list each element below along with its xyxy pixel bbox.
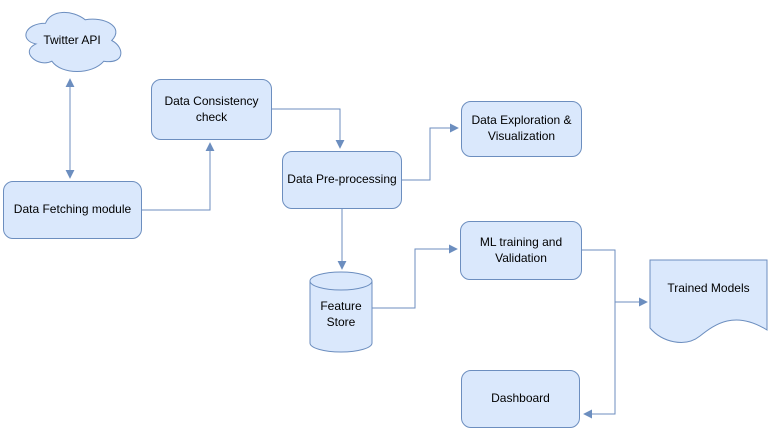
- trained-models-document-shape: [649, 259, 768, 343]
- node-dashboard-label: Dashboard: [491, 391, 550, 406]
- twitter-api-cloud-shape: [25, 11, 122, 72]
- edge-feature-store-ml-training: [372, 244, 458, 309]
- node-data-consistency-check-label: Data Consistency check: [164, 93, 259, 124]
- node-data-consistency-check: Data Consistency check: [151, 79, 272, 140]
- node-data-pre-processing: Data Pre-processing: [282, 151, 402, 209]
- feature-store-cylinder-lid: [309, 280, 373, 291]
- node-dashboard: Dashboard: [461, 370, 580, 428]
- node-data-fetching-module: Data Fetching module: [3, 181, 142, 239]
- edge-data-preprocessing-data-exploration: [402, 123, 459, 181]
- edge-data-consistency-data-preprocessing: [272, 108, 345, 149]
- node-ml-training-validation: ML training and Validation: [460, 221, 582, 280]
- edge-data-fetching-data-consistency: [142, 142, 215, 211]
- node-data-exploration-visualization-label: Data Exploration & Visualization: [471, 113, 572, 143]
- node-data-exploration-visualization: Data Exploration & Visualization: [461, 101, 582, 157]
- node-data-fetching-module-label: Data Fetching module: [13, 202, 132, 217]
- feature-store-cylinder-shape: [309, 271, 373, 353]
- node-data-pre-processing-label: Data Pre-processing: [287, 172, 397, 187]
- edge-ml-training-dashboard: [582, 249, 616, 419]
- node-ml-training-validation-label: ML training and Validation: [479, 234, 563, 265]
